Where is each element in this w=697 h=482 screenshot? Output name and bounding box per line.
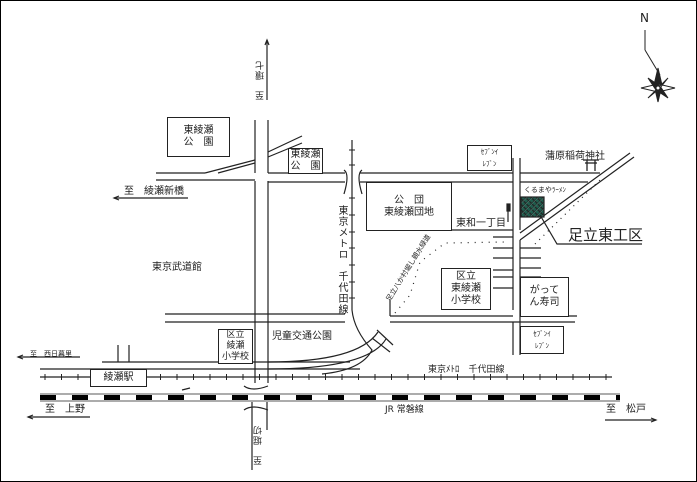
target-label: 足立東工区	[568, 226, 644, 244]
metro-vertical-line	[321, 140, 373, 375]
school-higashi-ayase: 区立 東綾瀬 小学校	[441, 268, 491, 310]
seven-eleven-north: ｾﾌﾞﾝｲ ﾚﾌﾞﾝ	[467, 145, 512, 171]
road-west	[40, 331, 387, 370]
nishi-nippori-arrow	[16, 354, 80, 360]
compass-north-label: N	[640, 11, 649, 25]
jr-line	[40, 385, 620, 411]
horikiri-direction-label: 至 堀切	[254, 425, 264, 465]
seven-eleven-south: ｾﾌﾞﾝｲ ﾚﾌﾞﾝ	[520, 326, 564, 354]
danchi-box: 公 団 東綾瀬団地	[366, 182, 452, 231]
road-lower-horizontal	[165, 300, 577, 353]
road-side-stubs	[449, 229, 541, 289]
budokan-label: 東京武道館	[152, 262, 202, 273]
metro-ticks	[44, 374, 607, 380]
target-leader-line	[539, 214, 642, 245]
ayase-station: 綾瀬駅	[90, 369, 147, 387]
road-right-vertical	[512, 158, 521, 355]
ayase-shinbashi-arrow	[112, 195, 188, 201]
metro-horizontal-label: 東京ﾒﾄﾛ 千代田線	[428, 365, 505, 375]
intersection-label: 東和一丁目	[456, 218, 506, 229]
road-diagonal	[519, 152, 635, 241]
ramen-label: くるまやﾗｰﾒﾝ	[524, 186, 566, 194]
metro-vertical-label: 東京メトロ 千代田線	[336, 205, 347, 315]
jr-label: JR 常磐線	[385, 405, 424, 415]
torii-icon	[583, 159, 599, 171]
road-main-vertical	[181, 120, 269, 470]
ueno-arrow	[26, 414, 90, 420]
higashi-ayase-park-large: 東綾瀬 公 園	[167, 117, 230, 157]
ueno-direction-label: 至 上野	[45, 404, 85, 415]
traffic-park-label: 児童交通公園	[272, 331, 332, 342]
ward-office-marker	[520, 196, 545, 218]
shrine-label: 蒲原稲荷神社	[545, 151, 605, 162]
traffic-signal-icon	[506, 203, 511, 222]
sushi-restaurant: がって ん寿司	[520, 277, 569, 317]
matsudo-direction-label: 至 松戸	[606, 404, 646, 415]
higashi-ayase-park-small: 東綾瀬 公 園	[288, 148, 323, 174]
ayase-shinbashi-direction-label: 至 綾瀬新橋	[124, 186, 184, 197]
matsudo-arrow	[605, 417, 658, 423]
nishi-nippori-direction-label: 至 西日暮里	[30, 350, 72, 358]
road-kan7-arrow	[264, 38, 270, 100]
compass-rose-icon	[640, 30, 676, 103]
kan7-direction-label: 至 環七	[256, 60, 266, 100]
school-ayase: 区立 綾瀬 小学校	[218, 329, 253, 364]
